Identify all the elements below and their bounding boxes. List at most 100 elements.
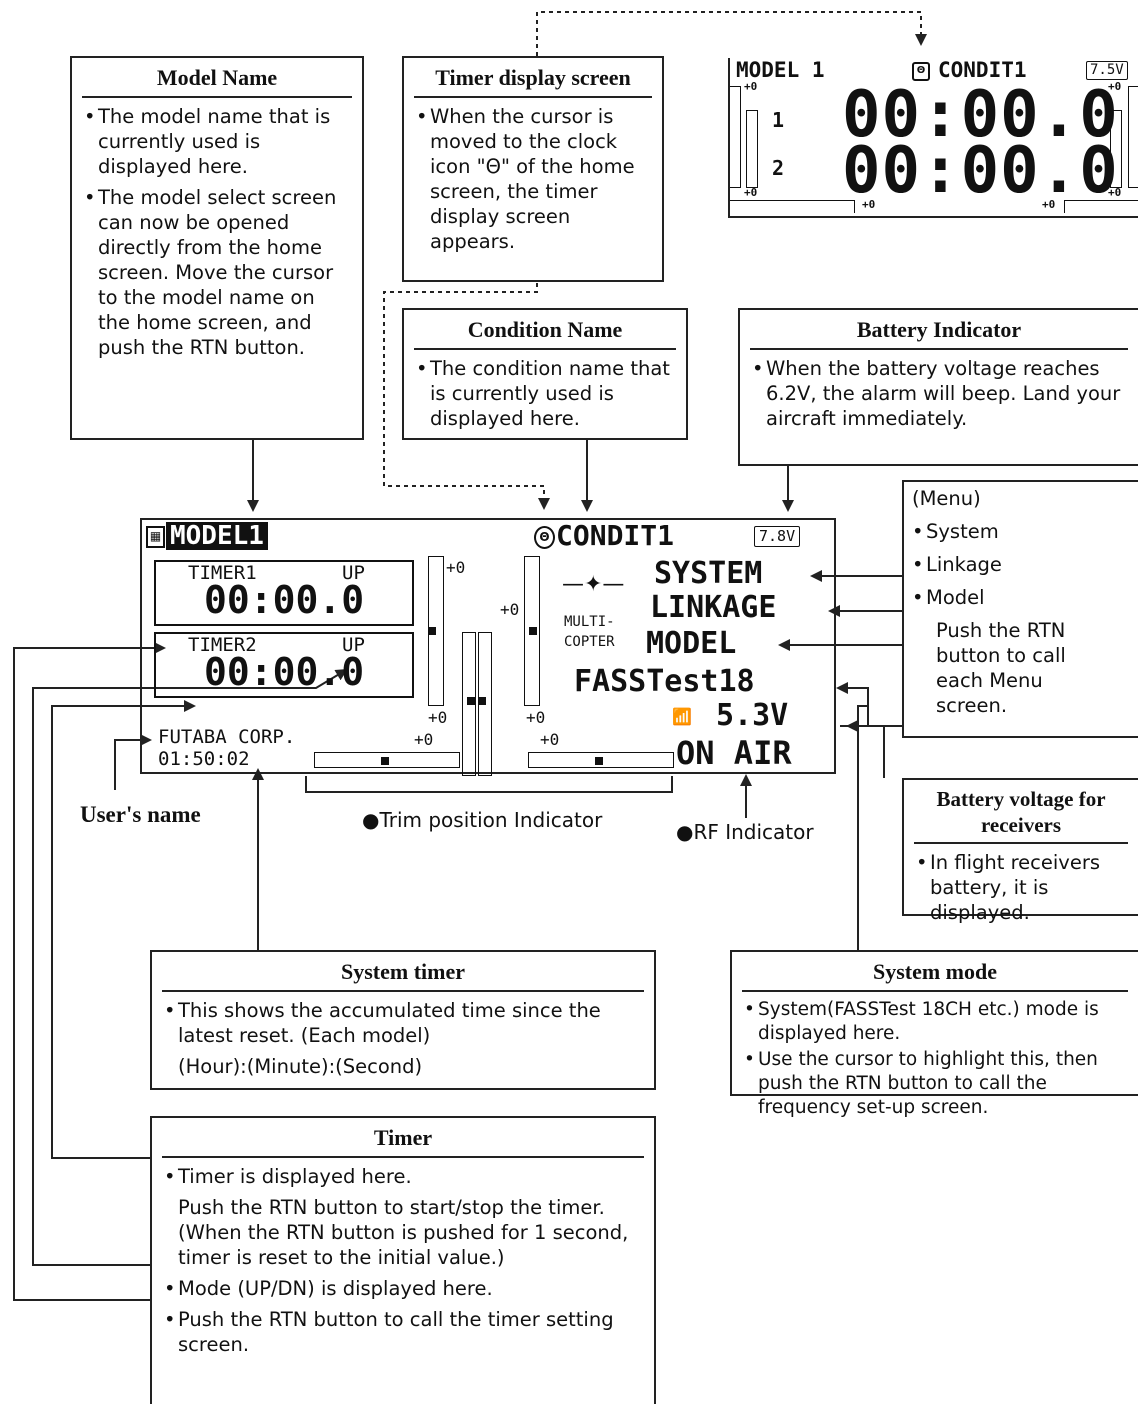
timer-lcd-condition: CONDIT1 — [938, 58, 1027, 82]
trim-value: +0 — [500, 600, 520, 619]
timer-display-text: When the cursor is moved to the clock ic… — [430, 105, 635, 253]
lcd-condition-name[interactable]: CONDIT1 — [556, 519, 675, 552]
timer2-value: 00:00.0 — [204, 650, 365, 694]
menu-item-system: System — [926, 520, 999, 543]
timer-lcd-row-2: 2 — [772, 156, 785, 180]
trim-value: +0 — [446, 558, 466, 577]
condition-text: The condition name that is currently use… — [430, 357, 670, 430]
clock-icon[interactable]: Θ — [534, 526, 555, 549]
timer-text-1: Timer is displayed here. — [178, 1165, 412, 1188]
receiver-voltage-box: Battery voltage for receivers •In flight… — [902, 778, 1138, 924]
timer-display-lcd: MODEL 1 Θ CONDIT1 7.5V +0 +0 1 2 00:00.0… — [728, 58, 1138, 218]
timer-lcd-trim-bar-right2 — [1110, 110, 1122, 188]
model-name-text-2: The model select screen can now be opene… — [98, 186, 337, 359]
trim-value: +0 — [414, 730, 434, 749]
receiver-title: Battery voltage for receivers — [914, 786, 1128, 844]
timer1-mode: UP — [342, 562, 365, 584]
trim-bar-horizontal — [314, 752, 460, 768]
model-icon: ▦ — [146, 526, 165, 548]
timer-lcd-trim-bar-bottom-left — [730, 200, 855, 213]
on-air-indicator: ON AIR — [676, 734, 792, 772]
rx-voltage: 5.3V — [716, 698, 789, 733]
timer-lcd-row-1: 1 — [772, 108, 785, 132]
arrow-timer-mode — [32, 668, 348, 1266]
system-mode-text-2: Use the cursor to highlight this, then p… — [758, 1049, 1098, 1118]
system-time[interactable]: 01:50:02 — [158, 748, 250, 770]
model-name-box: Model Name •The model name that is curre… — [70, 56, 364, 440]
timer-lcd-trim-value: +0 — [744, 80, 758, 93]
system-mode-text-1: System(FASSTest 18CH etc.) mode is displ… — [758, 999, 1099, 1044]
menu-linkage-button[interactable]: LINKAGE — [650, 590, 777, 625]
menu-system-button[interactable]: SYSTEM — [654, 556, 763, 591]
timer2-label: TIMER2 — [188, 634, 257, 656]
system-timer-note: (Hour):(Minute):(Second) — [178, 1055, 423, 1078]
multicopter-icon: —✦— — [562, 572, 625, 597]
receiver-text: In flight receivers battery, it is displ… — [930, 851, 1101, 924]
timer-note: Push the RTN button to start/stop the ti… — [178, 1196, 629, 1269]
trim-value: +0 — [526, 708, 546, 727]
timer-lcd-model: MODEL 1 — [736, 58, 825, 82]
timer-lcd-trim-bar-bottom-right — [1064, 200, 1138, 213]
arrow-timer-value — [51, 700, 196, 1159]
trim-bar-vertical — [478, 632, 492, 776]
system-mode-box: System mode •System(FASSTest 18CH etc.) … — [730, 950, 1138, 1118]
trim-bar-horizontal — [528, 752, 674, 768]
arrow-users-name — [114, 734, 152, 790]
signal-icon: 📶 — [672, 707, 692, 726]
timer-lcd-trim-value: +0 — [1108, 186, 1122, 199]
menu-note: Push the RTN button to call each Menu sc… — [936, 619, 1066, 717]
line-rx-right — [840, 725, 885, 778]
timer-lcd-trim-bar-left2 — [746, 110, 758, 188]
system-timer-text: This shows the accumulated time since th… — [178, 999, 601, 1047]
timer-lcd-trim-value: +0 — [1042, 198, 1056, 211]
users-name-caption: User's name — [80, 802, 201, 827]
dotted-arrow-clock — [383, 283, 550, 510]
timer-lcd-battery: 7.5V — [1086, 61, 1128, 80]
trim-bar-vertical — [462, 632, 476, 776]
timer-display-box: Timer display screen •When the cursor is… — [402, 56, 664, 282]
battery-text: When the battery voltage reaches 6.2V, t… — [766, 357, 1121, 430]
lcd-model-name[interactable]: MODEL1 — [166, 522, 268, 550]
trim-value: +0 — [428, 708, 448, 727]
line-system-mode — [857, 705, 868, 950]
user-name: FUTABA CORP. — [158, 726, 296, 748]
timer-title: Timer — [162, 1124, 644, 1158]
timer2-mode: UP — [342, 634, 365, 656]
menu-box: (Menu) •System •Linkage •Model Push the … — [902, 480, 1138, 738]
lcd-battery: 7.8V — [754, 526, 801, 547]
battery-indicator-box: Battery Indicator •When the battery volt… — [738, 308, 1138, 466]
arrow-timer-label — [13, 642, 166, 1301]
timer1-value: 00:00.0 — [204, 578, 365, 622]
home-screen-lcd: ▦ MODEL1 Θ CONDIT1 7.8V TIMER1 UP 00:00.… — [140, 518, 836, 776]
timer-lcd-trim-value: +0 — [744, 186, 758, 199]
system-timer-box: System timer •This shows the accumulated… — [150, 950, 656, 1090]
menu-item-linkage: Linkage — [926, 553, 1002, 576]
menu-model-button[interactable]: MODEL — [646, 626, 737, 661]
menu-title: (Menu) — [912, 487, 981, 510]
menu-item-model: Model — [926, 586, 985, 609]
system-timer-title: System timer — [162, 958, 644, 992]
model-name-title: Model Name — [82, 64, 352, 98]
timer2-frame[interactable]: TIMER2 UP 00:00.0 — [154, 632, 414, 698]
dotted-arrow-top — [536, 11, 927, 56]
copter-label: COPTER — [564, 634, 615, 650]
system-mode-title: System mode — [742, 958, 1128, 992]
timer-lcd-trim-bar-left — [730, 86, 741, 188]
timer-lcd-trim-bar-right — [1128, 86, 1138, 188]
timer-display-title: Timer display screen — [414, 64, 652, 98]
timer-text-2: Mode (UP/DN) is displayed here. — [178, 1277, 493, 1300]
timer-lcd-trim-value: +0 — [1108, 80, 1122, 93]
trim-value: +0 — [540, 730, 560, 749]
trim-bar-vertical — [524, 556, 540, 706]
timer-box: Timer •Timer is displayed here. Push the… — [150, 1116, 656, 1404]
timer-lcd-time-1: 00:00.0 — [842, 78, 1119, 152]
timer1-frame[interactable]: TIMER1 UP 00:00.0 — [154, 560, 414, 626]
rf-indicator-caption: ●RF Indicator — [676, 820, 814, 844]
system-mode-button[interactable]: FASSTest18 — [574, 664, 755, 699]
model-name-text-1: The model name that is currently used is… — [98, 105, 331, 178]
condition-title: Condition Name — [414, 316, 676, 350]
battery-title: Battery Indicator — [750, 316, 1128, 350]
timer-lcd-clock-icon: Θ — [912, 62, 930, 81]
arrow-system-mode-rx — [836, 682, 869, 726]
